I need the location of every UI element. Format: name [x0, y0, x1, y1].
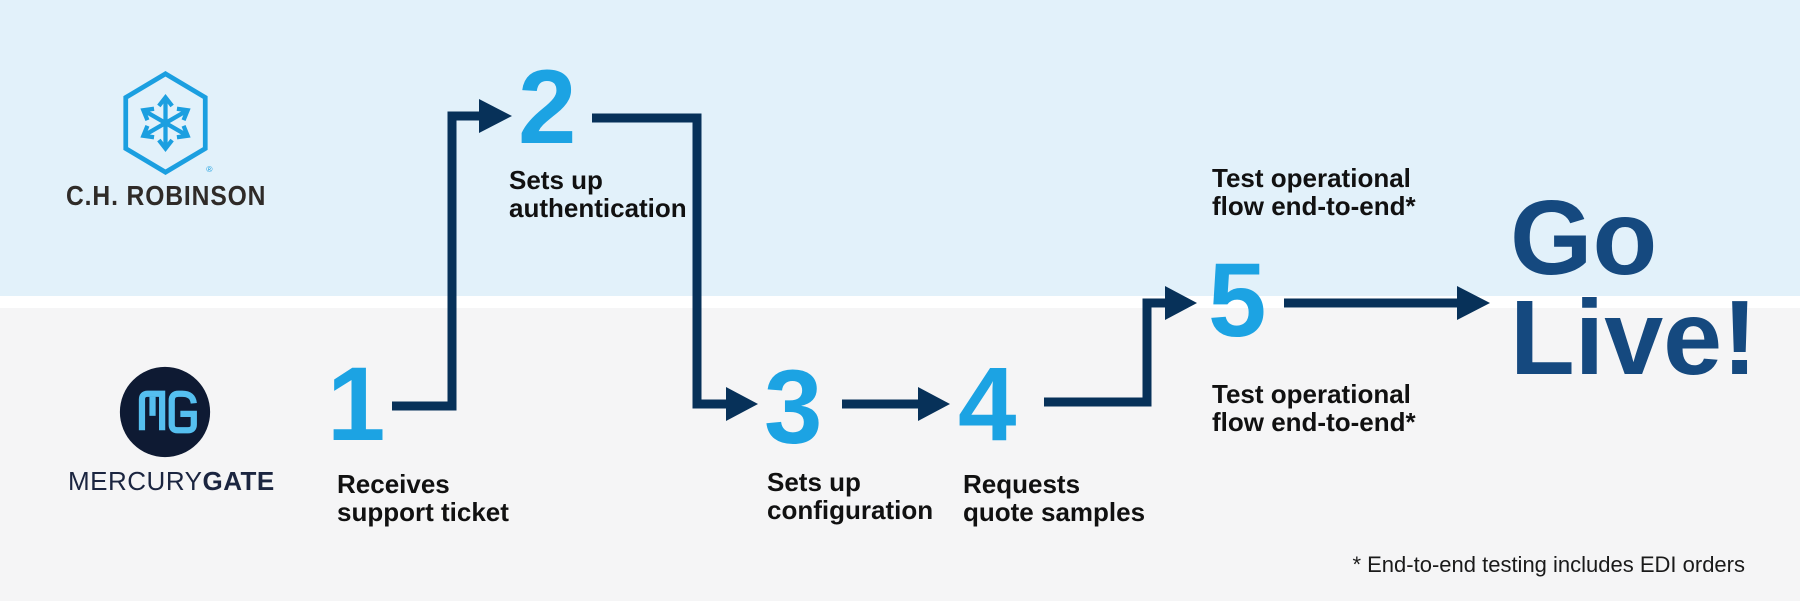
chrobinson-wordmark: C.H. ROBINSON: [66, 180, 267, 211]
connector-step2-to-step3-arrow: [592, 113, 758, 421]
connector-step3-to-step4-arrow: [842, 387, 950, 421]
registered-trademark-symbol: ®: [206, 164, 213, 174]
mercurygate-wordmark-mercury: MERCURY: [68, 466, 203, 496]
chrobinson-logo: ®: [118, 70, 213, 178]
mercurygate-wordmark: MERCURYGATE: [68, 466, 328, 497]
step-5-label-top: Test operational flow end-to-end*: [1212, 163, 1416, 221]
mercurygate-wordmark-gate: GATE: [202, 466, 275, 496]
step-3-label: Sets up configuration: [767, 467, 934, 525]
step-5-label-bottom: Test operational flow end-to-end*: [1212, 379, 1416, 437]
go-live-text: Go Live!: [1510, 179, 1758, 397]
step-5-number: 5: [1208, 242, 1267, 359]
step-4-label: Requests quote samples: [963, 469, 1146, 527]
step-1-number: 1: [327, 346, 386, 463]
connector-step5-to-golive-arrow: [1284, 286, 1490, 320]
step-2-number: 2: [518, 49, 577, 166]
step-3-number: 3: [764, 349, 823, 466]
mg-monogram-circle-icon: [119, 366, 211, 458]
connector-step1-to-step2-arrow: [392, 99, 512, 411]
chrobinson-lane-background: [0, 0, 1800, 296]
connector-step4-to-step5-arrow: [1044, 286, 1197, 407]
step-1-label: Receives support ticket: [337, 469, 509, 527]
mercurygate-lane-background: [0, 308, 1800, 601]
hexagon-arrows-icon: ®: [123, 71, 213, 175]
step-2-label: Sets up authentication: [509, 165, 687, 223]
step-4-number: 4: [958, 346, 1017, 463]
footnote-text: * End-to-end testing includes EDI orders: [1352, 552, 1745, 577]
mercurygate-logo: [117, 364, 213, 460]
